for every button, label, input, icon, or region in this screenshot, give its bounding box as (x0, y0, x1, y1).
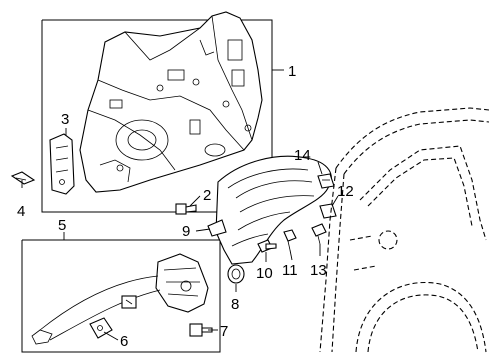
rear-bracket (49, 133, 75, 195)
callout-11: 11 (282, 262, 298, 279)
callout-14: 14 (294, 147, 311, 164)
bolt-7 (189, 323, 213, 337)
callout-10: 10 (256, 265, 273, 282)
callout-7: 7 (220, 323, 228, 340)
outer-quarter-panel-outline (319, 107, 489, 353)
group-5-frame (21, 239, 221, 353)
leader-lines (21, 69, 339, 341)
fastener-11 (283, 229, 297, 251)
fastener-13 (311, 223, 327, 245)
callout-5: 5 (58, 217, 66, 234)
callout-12: 12 (337, 183, 354, 200)
callout-13: 13 (310, 262, 327, 279)
callout-3: 3 (61, 111, 69, 128)
bolt-2 (175, 203, 197, 215)
callout-6: 6 (120, 333, 128, 350)
callout-8: 8 (231, 296, 239, 313)
inner-quarter-panel (79, 11, 263, 193)
callout-4: 4 (17, 203, 25, 220)
callout-9: 9 (182, 223, 190, 240)
callout-1: 1 (288, 63, 296, 80)
clip-12 (319, 203, 337, 219)
bolt-10 (257, 239, 277, 253)
grommet-8 (227, 264, 245, 284)
clip-4 (10, 171, 36, 185)
callout-2: 2 (203, 187, 211, 204)
latch-assembly (31, 253, 209, 345)
